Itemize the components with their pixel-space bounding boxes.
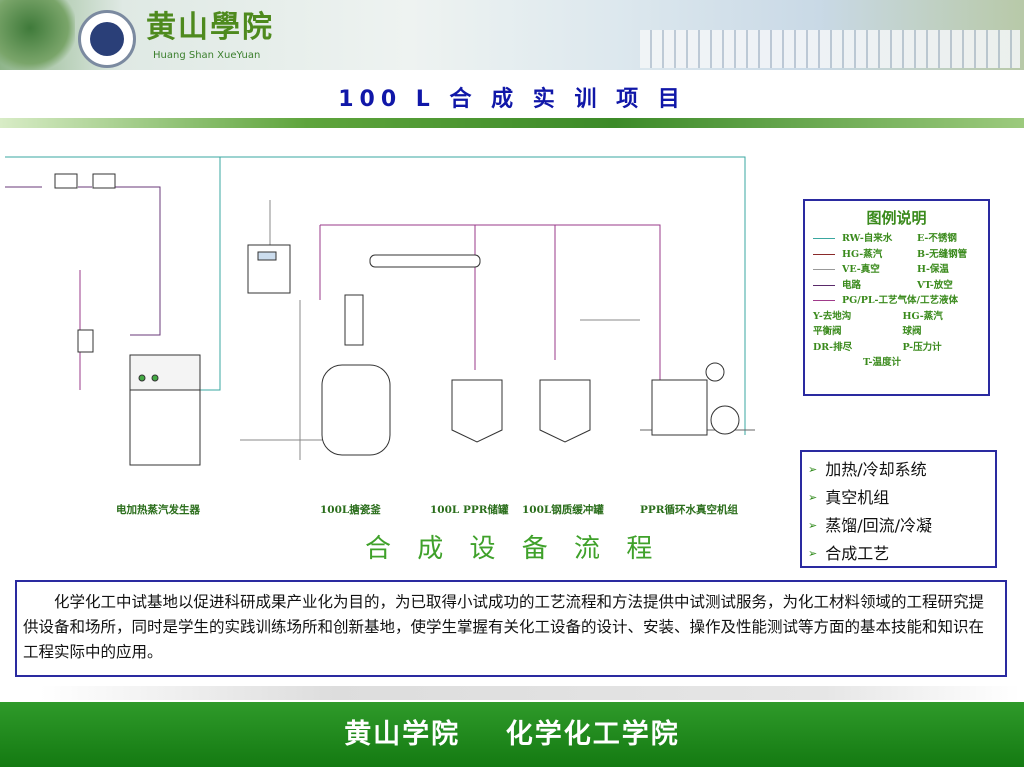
description-text: 化学化工中试基地以促进科研成果产业化为目的，为已取得小试成功的工艺流程和方法提供… bbox=[15, 580, 1007, 677]
legend-line-icon bbox=[813, 253, 835, 255]
feature-item: ➢ 合成工艺 bbox=[808, 540, 995, 568]
legend-text: DR-排尽 bbox=[813, 341, 853, 353]
indicator-light bbox=[138, 374, 146, 382]
university-seal-logo bbox=[78, 10, 136, 68]
legend-row: Y-去地沟 HG-蒸汽 bbox=[805, 309, 988, 325]
equipment-label: 电加热蒸汽发生器 bbox=[116, 504, 200, 516]
feature-item: ➢ 蒸馏/回流/冷凝 bbox=[808, 512, 995, 540]
legend-box: 图例说明 RW-自来水 E-不锈钢 HG-蒸汽 B-无缝钢管 VE-真空 H-保温电路 VT… bbox=[803, 199, 990, 396]
enamel-reactor bbox=[321, 364, 391, 456]
green-divider-band bbox=[0, 118, 1024, 128]
legend-text: 电路 bbox=[842, 279, 862, 291]
shadow-bar bbox=[40, 686, 1020, 700]
legend-row: 平衡阀 球阀 bbox=[805, 324, 988, 340]
pipe-steam bbox=[200, 157, 221, 391]
campus-buildings-image bbox=[640, 30, 1020, 68]
pipe-misc bbox=[240, 200, 330, 460]
arrow-right-icon: ➢ bbox=[808, 463, 818, 476]
switch bbox=[54, 173, 78, 189]
legend-row: VE-真空 H-保温 bbox=[805, 262, 988, 278]
legend-title: 图例说明 bbox=[866, 209, 927, 227]
pipe-process bbox=[319, 224, 661, 380]
ppr-tank bbox=[451, 379, 503, 443]
legend-text: RW-自来水 bbox=[842, 233, 893, 244]
reactor-motor bbox=[344, 294, 364, 346]
flow-title: 合 成 设 备 流 程 bbox=[365, 534, 662, 564]
pipe-water-top bbox=[5, 156, 746, 435]
legend-line-icon bbox=[813, 284, 835, 286]
equipment-label: 100L PPR储罐 bbox=[430, 504, 509, 516]
legend-text: HG-蒸汽 bbox=[842, 248, 883, 260]
legend-text: 球阀 bbox=[902, 326, 922, 337]
logo-chinese: 黄山學院 bbox=[146, 10, 274, 45]
vacuum-unit bbox=[651, 379, 708, 436]
feature-list: ➢ 加热/冷却系统 ➢ 真空机组 ➢ 蒸馏/回流/冷凝 ➢ 合成工艺 bbox=[800, 450, 997, 568]
legend-row: T-温度计 bbox=[805, 355, 988, 371]
legend-text: Y-去地沟 bbox=[813, 310, 852, 322]
arrow-right-icon: ➢ bbox=[808, 519, 818, 532]
condenser bbox=[369, 254, 481, 268]
arrow-right-icon: ➢ bbox=[808, 491, 818, 504]
feature-text: 加热/冷却系统 bbox=[825, 460, 927, 479]
feature-text: 真空机组 bbox=[825, 488, 890, 507]
legend-text: VE-真空 bbox=[842, 264, 880, 275]
slide-title: 100 L 合 成 实 训 项 目 bbox=[338, 87, 686, 112]
switch bbox=[92, 173, 116, 189]
legend-row: 电路 VT-放空 bbox=[805, 278, 988, 294]
steam-generator-panel bbox=[129, 354, 201, 391]
switch bbox=[77, 329, 94, 353]
equipment-label: 100L钢质缓冲罐 bbox=[522, 504, 604, 516]
equipment-label: 100L搪瓷釜 bbox=[320, 504, 381, 516]
vacuum-pump bbox=[710, 405, 740, 435]
feature-item: ➢ 加热/冷却系统 bbox=[808, 456, 995, 484]
legend-row: DR-排尽 P-压力计 bbox=[805, 340, 988, 356]
equipment-label: PPR循环水真空机组 bbox=[640, 504, 739, 516]
logo-english: Huang Shan XueYuan bbox=[153, 50, 261, 61]
legend-text: VT-放空 bbox=[917, 279, 953, 291]
legend-line-icon bbox=[813, 238, 835, 240]
feature-text: 合成工艺 bbox=[825, 544, 890, 563]
footer-banner: 黄山学院 化学化工学院 bbox=[0, 702, 1024, 767]
process-flow-diagram bbox=[5, 156, 755, 466]
feature-item: ➢ 真空机组 bbox=[808, 484, 995, 512]
legend-text: PG/PL-工艺气体/工艺液体 bbox=[842, 295, 958, 306]
feature-text: 蒸馏/回流/冷凝 bbox=[825, 516, 933, 535]
legend-text: T-温度计 bbox=[863, 357, 901, 368]
legend-text: E-不锈钢 bbox=[917, 233, 957, 244]
legend-row: PG/PL-工艺气体/工艺液体 bbox=[805, 293, 988, 309]
steel-buffer-tank bbox=[539, 379, 591, 443]
control-display bbox=[257, 251, 277, 261]
vacuum-gauge bbox=[705, 362, 725, 382]
legend-row: RW-自来水 E-不锈钢 bbox=[805, 231, 988, 247]
pine-tree-image bbox=[0, 0, 75, 70]
pipe-electric bbox=[5, 186, 161, 336]
legend-row: HG-蒸汽 B-无缝钢管 bbox=[805, 247, 988, 263]
header-banner: 黄山學院 Huang Shan XueYuan bbox=[0, 0, 1024, 70]
legend-text: H-保温 bbox=[917, 264, 949, 275]
legend-text: 平衡阀 bbox=[813, 326, 842, 337]
legend-text: B-无缝钢管 bbox=[917, 248, 968, 260]
legend-line-icon bbox=[813, 269, 835, 271]
legend-text: P-压力计 bbox=[902, 341, 942, 353]
arrow-right-icon: ➢ bbox=[808, 547, 818, 560]
legend-line-icon bbox=[813, 300, 835, 302]
indicator-light bbox=[151, 374, 159, 382]
legend-text: HG-蒸汽 bbox=[902, 310, 943, 322]
